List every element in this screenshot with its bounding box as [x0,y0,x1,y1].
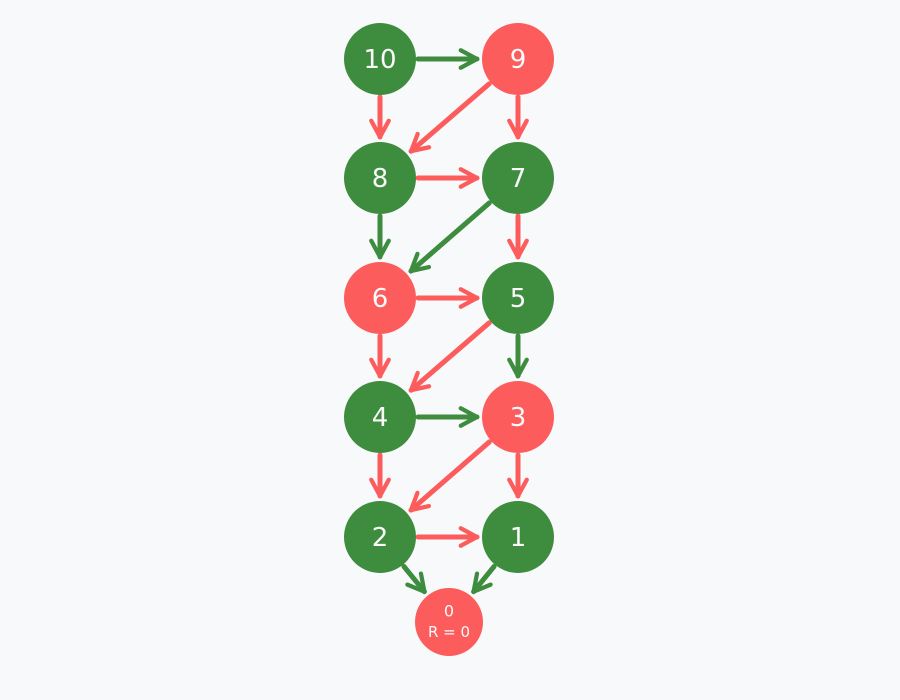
node-1: 1 [482,501,554,573]
node-5: 5 [482,262,554,334]
node-8-circle [344,142,416,214]
node-0-circle [415,588,483,656]
node-1-circle [482,501,554,573]
node-0: 0R = 0 [415,588,483,656]
node-6: 6 [344,262,416,334]
edge-9-8-arrow [408,81,492,154]
node-6-circle [344,262,416,334]
node-7-circle [482,142,554,214]
node-2: 2 [344,501,416,573]
node-9-circle [482,23,554,95]
node-3-circle [482,381,554,453]
node-8: 8 [344,142,416,214]
node-3: 3 [482,381,554,453]
node-2-circle [344,501,416,573]
edge-2-0-arrow [401,564,427,595]
node-5-circle [482,262,554,334]
edge-5-4-arrow [408,320,492,393]
node-4: 4 [344,381,416,453]
node-10-circle [344,23,416,95]
edge-1-0-arrow [471,564,497,595]
node-7: 7 [482,142,554,214]
node-10: 10 [344,23,416,95]
node-4-circle [344,381,416,453]
edge-3-2-arrow [408,439,492,513]
edge-7-6-arrow [408,200,492,274]
node-9: 9 [482,23,554,95]
